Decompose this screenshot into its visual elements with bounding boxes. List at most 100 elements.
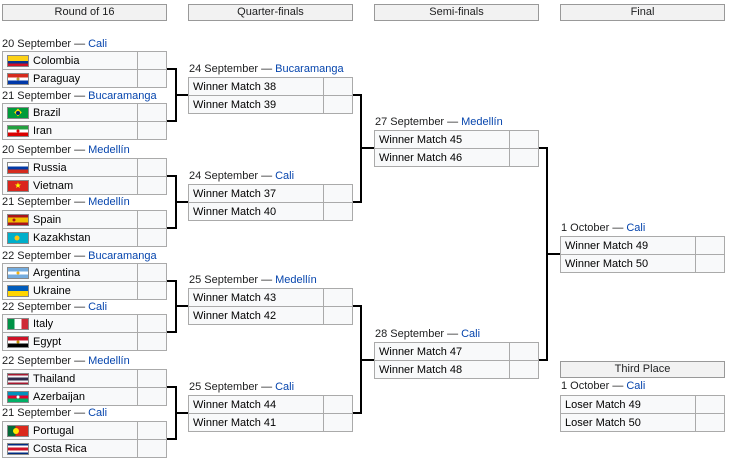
match-city-link[interactable]: Cali <box>275 381 295 393</box>
match-city-link[interactable]: Medellín <box>275 274 317 286</box>
dash-separator: — <box>612 380 624 392</box>
team-name: Winner Match 41 <box>193 416 277 429</box>
team-row: Argentina <box>3 264 166 281</box>
match-date-text: 22 September <box>2 250 72 262</box>
match-city-link[interactable]: Cali <box>626 380 646 392</box>
match-city-link[interactable]: Medellín <box>88 355 130 367</box>
score-cell <box>323 307 352 324</box>
dash-separator: — <box>261 63 273 75</box>
score-cell <box>137 315 166 332</box>
score-cell <box>323 78 352 95</box>
team-row: Paraguay <box>3 69 166 87</box>
flag-emblem <box>16 129 20 132</box>
dash-separator: — <box>74 90 86 102</box>
score-cell <box>137 388 166 405</box>
match-date: 25 September—Cali <box>189 381 294 394</box>
match-city-link[interactable]: Cali <box>88 301 108 313</box>
score-cell <box>137 229 166 246</box>
match-date: 22 September—Bucaramanga <box>2 250 157 263</box>
match-date-text: 22 September <box>2 301 72 313</box>
dash-separator: — <box>261 170 273 182</box>
match-date-text: 21 September <box>2 90 72 102</box>
match-city-link[interactable]: Cali <box>461 328 481 340</box>
match-city-link[interactable]: Medellín <box>461 116 503 128</box>
flag-emblem <box>12 427 19 434</box>
team-row: Winner Match 41 <box>189 413 352 431</box>
team-row: Winner Match 45 <box>375 131 538 148</box>
match-city-link[interactable]: Medellín <box>88 144 130 156</box>
match-date: 21 September—Medellín <box>2 196 130 209</box>
score-cell <box>323 289 352 306</box>
flag-emblem <box>16 110 20 115</box>
match-city-link[interactable]: Cali <box>626 222 646 234</box>
score-cell <box>323 396 352 413</box>
round-header-round-of-16: Round of 16 <box>2 4 167 21</box>
flag-icon-brazil: ◆ <box>7 106 29 119</box>
match-date: 28 September—Cali <box>375 328 480 341</box>
bracket-connector-line <box>167 68 177 70</box>
bracket-connector-line <box>167 438 177 440</box>
flag-emblem <box>12 218 16 221</box>
team-name: Winner Match 43 <box>193 291 277 304</box>
match-city-link[interactable]: Bucaramanga <box>275 63 344 75</box>
match-date-text: 25 September <box>189 274 259 286</box>
match-city-link[interactable]: Cali <box>275 170 295 182</box>
match-city-link[interactable]: Cali <box>88 407 108 419</box>
score-cell <box>509 343 538 360</box>
score-cell <box>695 414 724 431</box>
flag-icon-iran <box>7 124 29 137</box>
match-date-text: 20 September <box>2 38 72 50</box>
team-name: Winner Match 44 <box>193 398 277 411</box>
team-name: Loser Match 50 <box>565 416 641 429</box>
team-row: Ukraine <box>3 281 166 299</box>
team-row: Italy <box>3 315 166 332</box>
flag-icon-colombia <box>7 54 29 67</box>
dash-separator: — <box>74 301 86 313</box>
match-date: 1 October—Cali <box>561 380 645 393</box>
team-name: Vietnam <box>33 179 74 192</box>
flag-icon-costa-rica <box>7 442 29 455</box>
flag-icon-ukraine <box>7 284 29 297</box>
team-name: Winner Match 39 <box>193 98 277 111</box>
team-name: Portugal <box>33 424 74 437</box>
match-date-text: 25 September <box>189 381 259 393</box>
flag-emblem <box>16 77 20 80</box>
team-name: Brazil <box>33 106 61 119</box>
bracket-connector-line <box>353 305 362 307</box>
team-name: Egypt <box>33 335 62 348</box>
match-city-link[interactable]: Bucaramanga <box>88 90 157 102</box>
bracket-connector-line <box>353 412 362 414</box>
dash-separator: — <box>74 355 86 367</box>
team-row: Thailand <box>3 370 166 387</box>
score-cell <box>509 131 538 148</box>
team-row: ◆ Brazil <box>3 104 166 121</box>
match-city-link[interactable]: Bucaramanga <box>88 250 157 262</box>
team-name: Argentina <box>33 266 81 279</box>
team-row: Winner Match 49 <box>561 237 724 254</box>
bracket-connector-line <box>539 359 548 361</box>
match-city-link[interactable]: Cali <box>88 38 108 50</box>
team-row: Colombia <box>3 52 166 69</box>
bracket-connector-line <box>167 386 177 388</box>
team-row: Iran <box>3 121 166 139</box>
bracket-connector-line <box>546 253 560 255</box>
match-city-link[interactable]: Medellín <box>88 196 130 208</box>
team-name: Spain <box>33 213 62 226</box>
match-r16-3: Russia★Vietnam <box>2 158 167 195</box>
score-cell <box>695 396 724 413</box>
flag-emblem <box>16 271 20 274</box>
dash-separator: — <box>261 381 273 393</box>
team-name: Winner Match 37 <box>193 187 277 200</box>
score-cell <box>323 203 352 220</box>
dash-separator: — <box>74 250 86 262</box>
dash-separator: — <box>74 144 86 156</box>
score-cell <box>323 185 352 202</box>
team-name: Kazakhstan <box>33 231 91 244</box>
